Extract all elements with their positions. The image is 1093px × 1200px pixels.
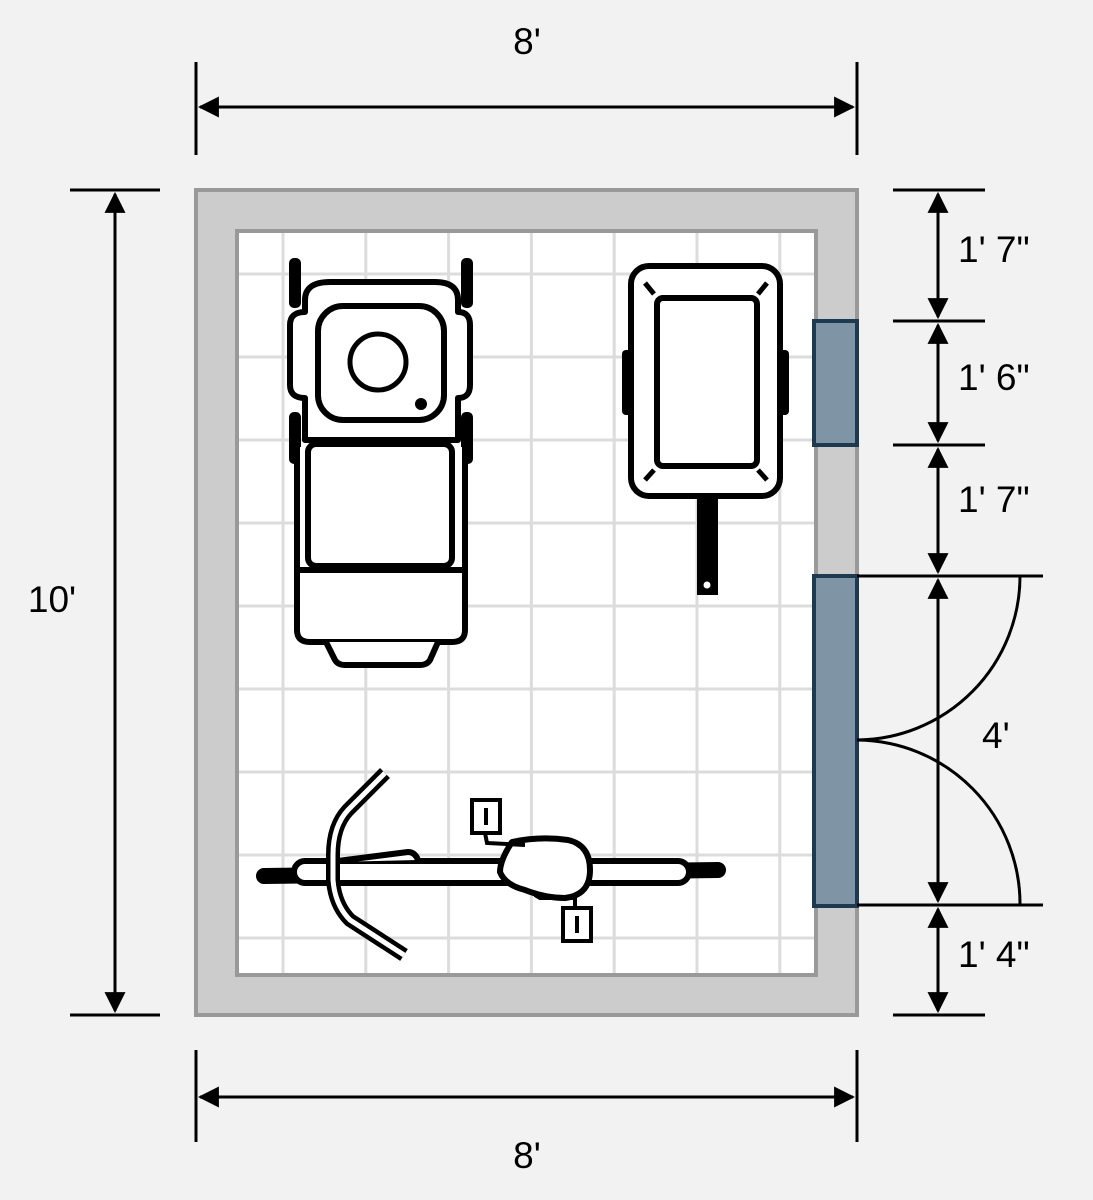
segment-label-1: 1' 7" (958, 229, 1030, 270)
door-swing (856, 574, 1043, 907)
left-dimension: 10' (28, 188, 160, 1017)
wheelbarrow-cart-icon (622, 263, 789, 595)
right-dimensions: 1' 7" 1' 6" 1' 7" 4' 1' 4" (893, 188, 1030, 1017)
segment-label-5: 1' 4" (958, 934, 1030, 975)
window (812, 319, 859, 447)
bicycle-icon (256, 768, 726, 961)
segment-label-2: 1' 6" (958, 357, 1030, 398)
segment-label-3: 1' 7" (958, 479, 1030, 520)
door-opening (812, 574, 859, 908)
bottom-dimension: 8' (194, 1050, 859, 1176)
door-width-label: 4' (982, 715, 1010, 756)
lawn-mower-icon (287, 258, 473, 668)
left-height-label: 10' (28, 579, 76, 620)
top-width-label: 8' (513, 21, 541, 62)
top-dimension: 8' (194, 21, 859, 155)
bottom-width-label: 8' (513, 1135, 541, 1176)
